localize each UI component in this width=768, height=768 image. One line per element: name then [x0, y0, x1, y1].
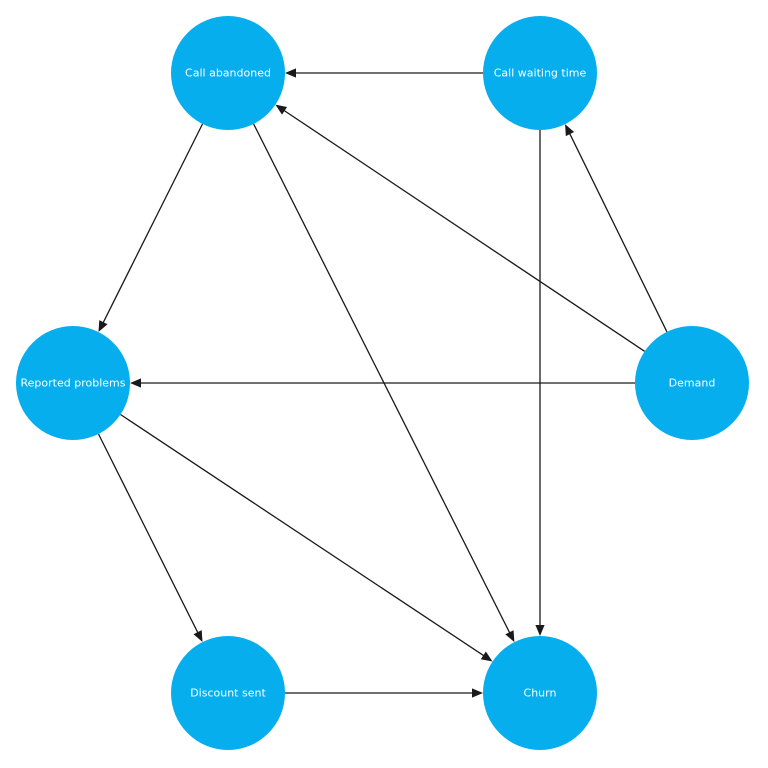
- arrowhead-icon: [275, 104, 288, 115]
- edge-reported_problems-to-churn: [120, 413, 493, 662]
- node-circle-churn[interactable]: [483, 636, 597, 750]
- node-circle-reported_problems[interactable]: [16, 326, 130, 440]
- edge-call_waiting_time-to-call_abandoned: [285, 68, 483, 78]
- node-demand[interactable]: Demand: [635, 326, 749, 440]
- nodes-layer: Call abandoned Call waiting timeReported …: [16, 16, 749, 750]
- node-circle-demand[interactable]: [635, 326, 749, 440]
- edge-reported_problems-to-discount_sent: [97, 433, 203, 643]
- edge-discount_sent-to-churn: [285, 688, 483, 698]
- edge-call_waiting_time-to-churn: [535, 130, 545, 636]
- arrowhead-icon: [505, 630, 515, 643]
- arrowhead-icon: [565, 124, 575, 137]
- node-churn[interactable]: Churn: [483, 636, 597, 750]
- arrowhead-icon: [535, 625, 545, 636]
- node-discount_sent[interactable]: Discount sent: [171, 636, 285, 750]
- node-call_abandoned[interactable]: Call abandoned: [171, 16, 285, 130]
- edge-call_abandoned-to-churn: [253, 123, 515, 643]
- arrowhead-icon: [98, 320, 108, 333]
- edges-layer: [97, 68, 668, 698]
- edge-demand-to-reported_problems: [130, 378, 635, 388]
- node-reported_problems[interactable]: Reported problems: [16, 326, 130, 440]
- edge-demand-to-call_abandoned: [275, 104, 645, 352]
- arrowhead-icon: [285, 68, 296, 78]
- node-circle-call_waiting_time[interactable]: [483, 16, 597, 130]
- node-circle-discount_sent[interactable]: [171, 636, 285, 750]
- node-circle-call_abandoned[interactable]: [171, 16, 285, 130]
- node-call_waiting_time[interactable]: Call waiting time: [483, 16, 597, 130]
- arrowhead-icon: [472, 688, 483, 698]
- arrowhead-icon: [480, 651, 493, 662]
- edge-call_abandoned-to-reported_problems: [98, 123, 204, 333]
- arrowhead-icon: [193, 630, 203, 643]
- arrowhead-icon: [130, 378, 141, 388]
- edge-demand-to-call_waiting_time: [565, 124, 668, 333]
